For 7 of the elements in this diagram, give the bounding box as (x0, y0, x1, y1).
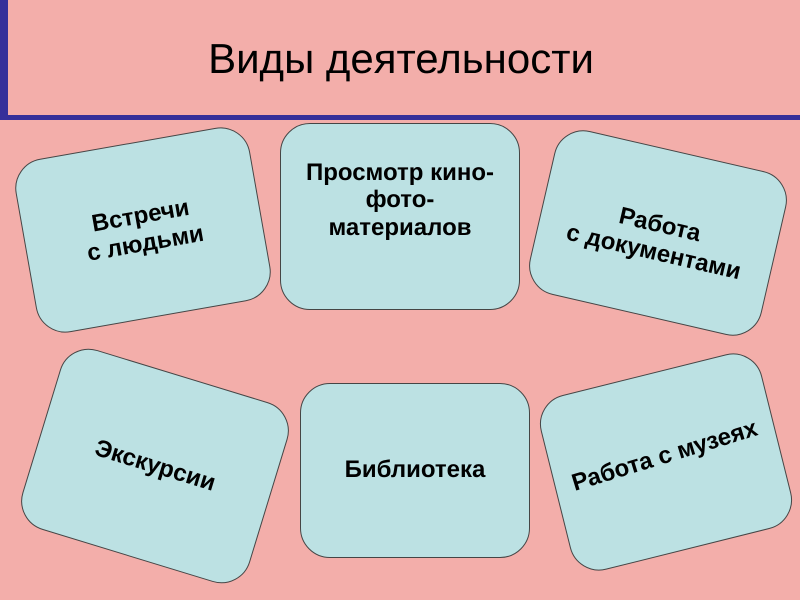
slide-title: Виды деятельности (208, 36, 594, 82)
card-label: Просмотр кино- фото- материалов (306, 158, 494, 242)
card-label: Встречи с людьми (84, 193, 206, 268)
rounded-card (280, 122, 520, 310)
rounded-card (300, 382, 530, 558)
card-label: Работа с музеях (568, 414, 761, 498)
card-label: Библиотека (344, 456, 486, 484)
